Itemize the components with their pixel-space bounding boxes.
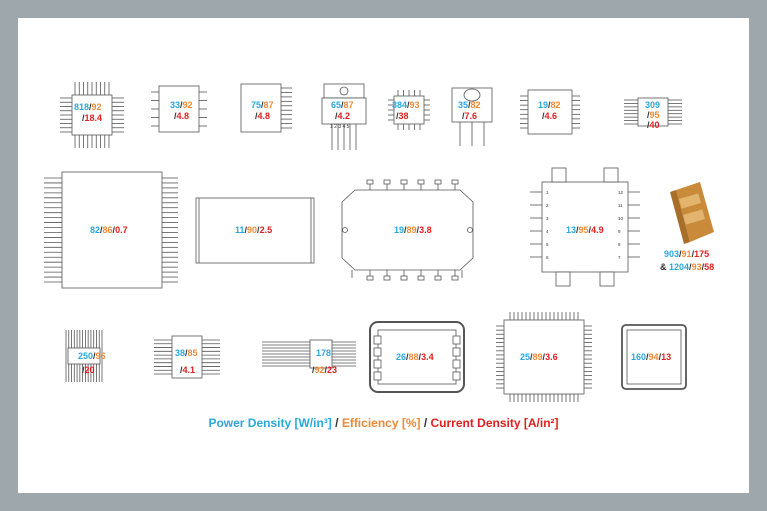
label-c1: 818/92/18.4 — [74, 102, 102, 123]
package-c7 — [520, 89, 580, 135]
pin-number: 5 — [546, 242, 549, 247]
legend: Power Density [W/in³] / Efficiency [%] /… — [0, 416, 767, 430]
legend-sep-1: / — [331, 416, 342, 430]
legend-current: Current Density [A/in²] — [430, 416, 559, 430]
label-c5: 384/93/38 — [392, 100, 420, 121]
pin — [451, 275, 459, 281]
package-c18 — [496, 312, 592, 402]
label-c16: 178/92/23 — [312, 348, 337, 375]
package-c19 — [621, 324, 687, 390]
pin — [417, 275, 425, 281]
package-c11 — [341, 179, 474, 281]
pin-number: 6 — [546, 255, 549, 260]
pin-number: 3 — [546, 216, 549, 221]
label-c12: 13/95/4.9 — [566, 225, 604, 235]
label-c4: 65/87/4.2 — [331, 100, 354, 121]
pin — [452, 335, 461, 345]
pin-number: 11 — [618, 203, 623, 208]
label-c13: 903/91/175& 1204/93/58 — [660, 249, 714, 272]
package-c5 — [388, 90, 430, 130]
pin — [452, 347, 461, 357]
label-c18: 25/89/3.6 — [520, 352, 558, 362]
label-c15: 38/85/4.1 — [175, 348, 198, 375]
pin — [383, 179, 391, 185]
pin — [373, 347, 382, 357]
label-c14: 250/96/20 — [78, 351, 106, 375]
pin — [373, 335, 382, 345]
pin — [452, 371, 461, 381]
pin — [366, 179, 374, 185]
legend-efficiency: Efficiency [%] — [341, 416, 421, 430]
pin — [400, 179, 408, 185]
label-c2: 33/92/4.8 — [170, 100, 193, 121]
pin-number: 10 — [618, 216, 624, 221]
pin — [434, 179, 442, 185]
pin-number: 2 — [546, 203, 549, 208]
label-c17: 26/88/3.4 — [396, 352, 434, 362]
package-c15 — [154, 335, 220, 379]
pin-number: 1 — [546, 190, 549, 195]
package-c16 — [262, 339, 356, 369]
label-c9: 82/86/0.7 — [90, 225, 128, 235]
package-c17 — [369, 321, 465, 393]
pin — [434, 275, 442, 281]
module-photo-c13 — [670, 182, 714, 244]
package-c2 — [151, 85, 207, 133]
pin-number: 7 — [618, 255, 621, 260]
label-c6: 35/82/7.6 — [458, 100, 481, 121]
pin — [383, 275, 391, 281]
pin-number: 12 — [618, 190, 624, 195]
pin-number: 8 — [618, 242, 621, 247]
package-c4 — [321, 83, 367, 150]
pin-numbers-c4: 1 2 3 4 5 — [330, 124, 350, 130]
package-c10 — [195, 197, 315, 264]
pin — [373, 371, 382, 381]
legend-sep-2: / — [420, 416, 431, 430]
pin — [400, 275, 408, 281]
pin-number: 4 — [546, 229, 549, 234]
pin — [417, 179, 425, 185]
label-c19: 160/94/13 — [631, 352, 671, 362]
package-c6 — [451, 87, 493, 146]
package-c14 — [65, 330, 103, 382]
pin — [366, 275, 374, 281]
label-c11: 19/89/3.8 — [394, 225, 432, 235]
label-c10: 11/90/2.5 — [235, 225, 272, 235]
package-c9 — [44, 171, 178, 289]
legend-power: Power Density [W/in³] — [208, 416, 332, 430]
pin — [452, 359, 461, 369]
label-c3: 75/87/4.8 — [251, 100, 274, 121]
label-c8: 309/95/40 — [645, 100, 660, 130]
package-c1 — [60, 82, 124, 148]
package-c3 — [240, 83, 292, 133]
pin — [451, 179, 459, 185]
pin — [373, 359, 382, 369]
pin-number: 9 — [618, 229, 621, 234]
package-c8 — [624, 97, 682, 127]
package-c12 — [530, 167, 640, 287]
label-c7: 19/82/4.6 — [538, 100, 561, 121]
